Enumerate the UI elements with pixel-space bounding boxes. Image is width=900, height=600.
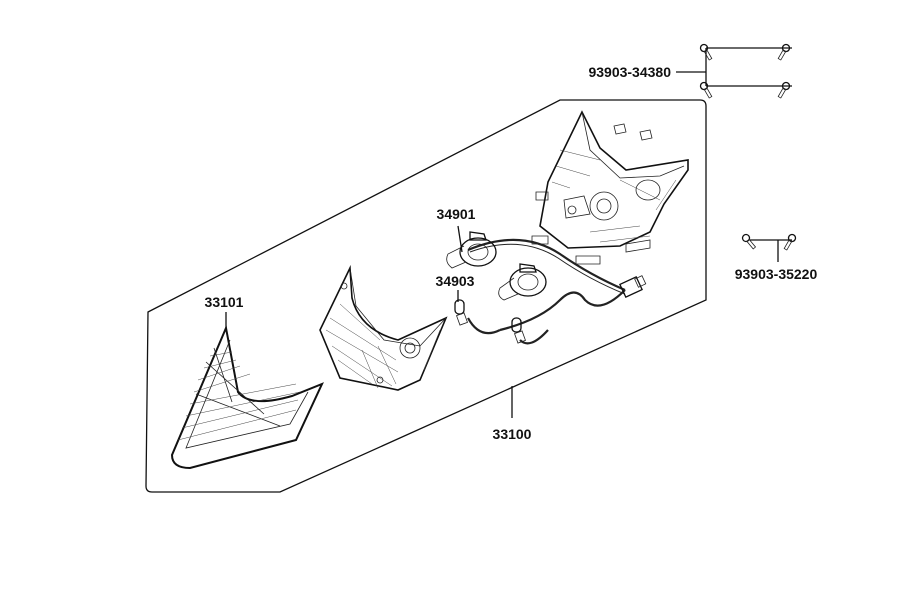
rear-housing [531,110,689,265]
label-screws-right: 93903-35220 [735,266,818,282]
label-screws-top: 93903-34380 [588,64,671,80]
small-bulb-right [511,317,526,344]
screw-set-top [699,43,792,99]
leader-bulb-main [457,225,463,253]
small-bulb-left [454,299,468,326]
label-assembly: 33100 [493,426,532,442]
assembly-boundary [145,99,707,493]
headlight-bulb-lower [498,263,547,301]
label-lens: 33101 [205,294,244,310]
label-bulb-small: 34903 [436,273,475,289]
wiring-harness [467,238,647,345]
label-bulb-main: 34901 [437,206,476,222]
headlight-bulb-upper [446,231,497,269]
reflector-housing [319,264,448,391]
screw-set-right [741,233,797,262]
lens-part [170,324,324,470]
